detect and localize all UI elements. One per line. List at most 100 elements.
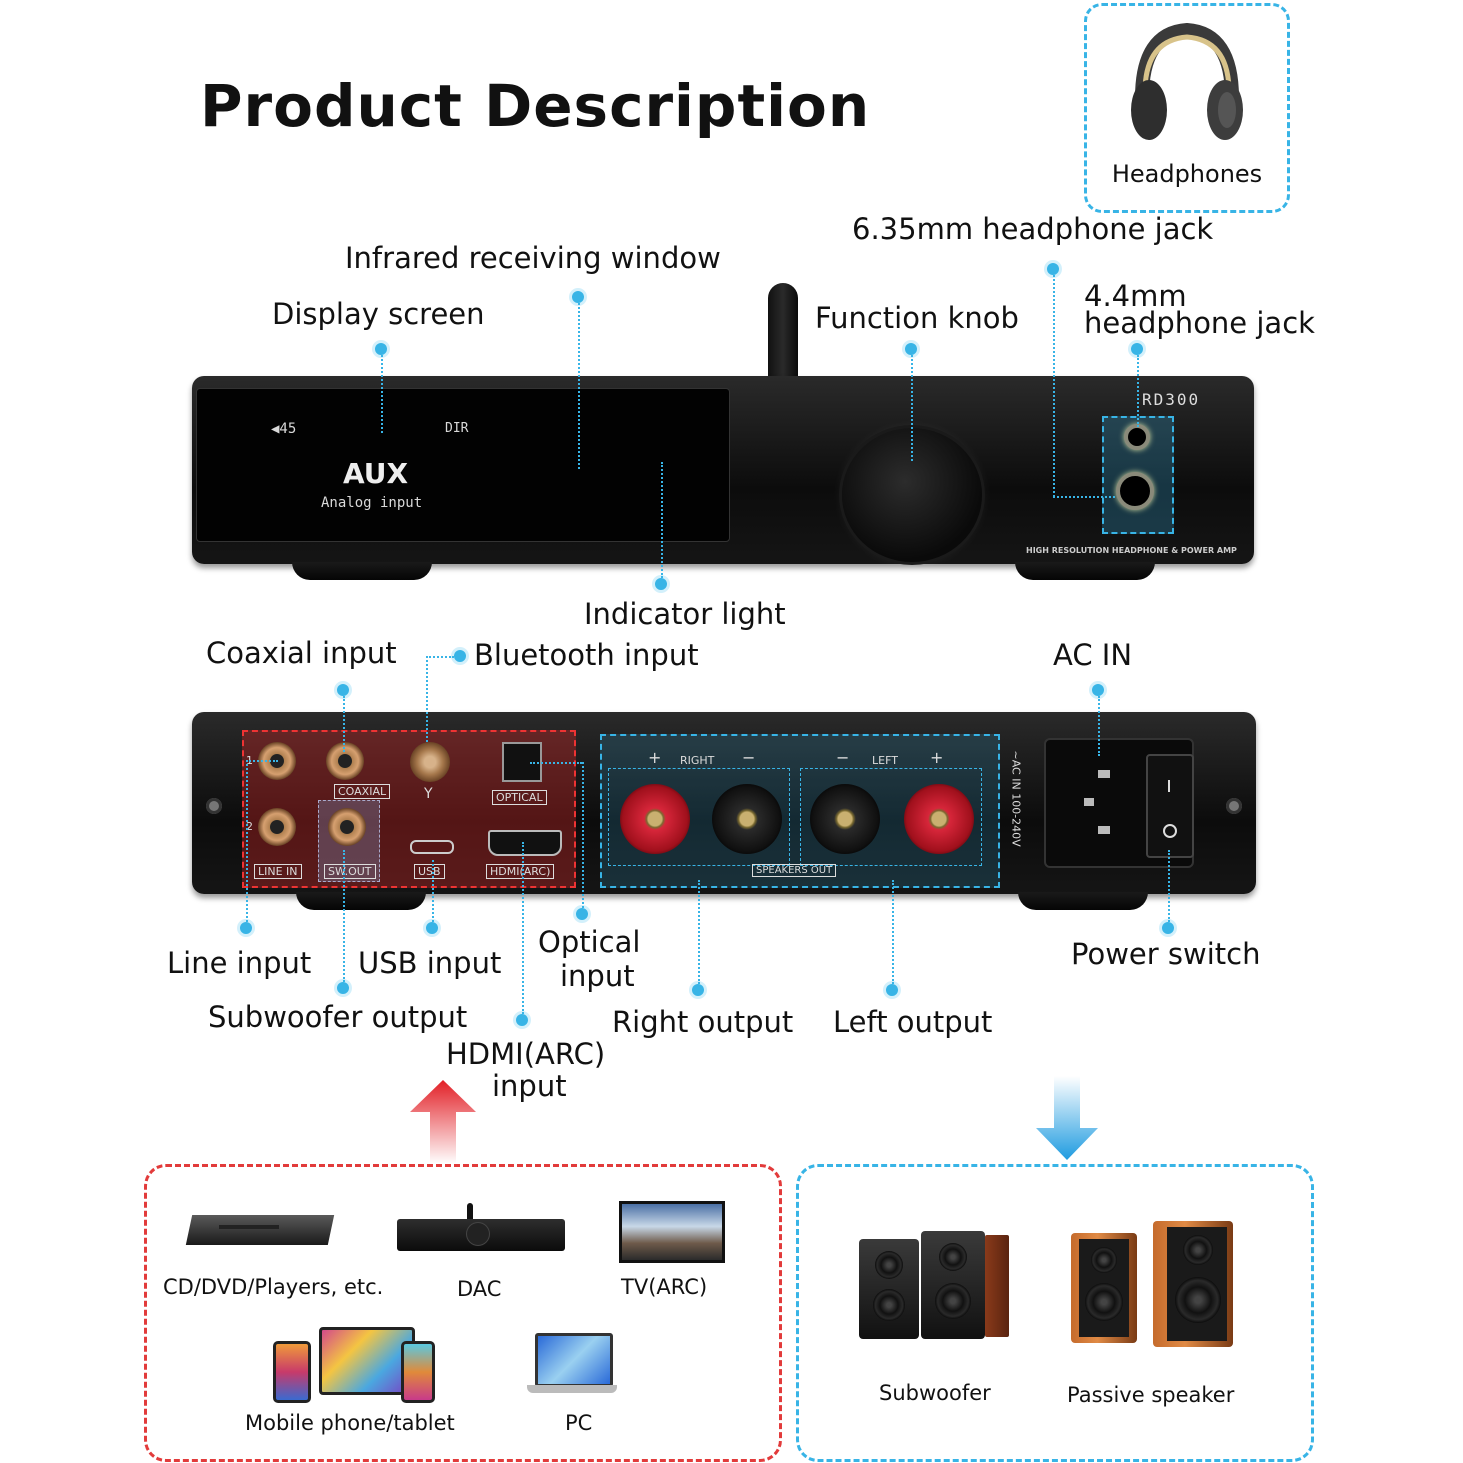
right-group-box <box>608 768 790 866</box>
hdmi-port[interactable] <box>488 830 562 856</box>
coaxial-port[interactable] <box>326 742 364 780</box>
marker-line-in <box>240 922 252 934</box>
sw-out-port[interactable] <box>328 808 366 846</box>
left-plus-terminal[interactable] <box>904 784 974 854</box>
left-minus-terminal[interactable] <box>810 784 880 854</box>
right-plus-terminal[interactable] <box>620 784 690 854</box>
label-usb-input: USB input <box>358 946 502 980</box>
volume-readout: ◀45 <box>271 421 297 437</box>
leader-knob <box>911 355 913 461</box>
device-label-passive-speaker: Passive speaker <box>1067 1383 1235 1407</box>
marker-right-output <box>692 984 704 996</box>
left-group-box <box>800 768 982 866</box>
wood-speaker-right <box>1153 1221 1233 1347</box>
leader-right-output <box>698 880 700 984</box>
cone-br-2 <box>935 1283 971 1319</box>
marker-subwoofer <box>337 982 349 994</box>
phone-right <box>401 1341 435 1403</box>
display-screen: ◀45 DIR AUX Analog input <box>196 388 730 542</box>
laptop-screen <box>535 1333 613 1387</box>
sw-out-text: SW.OUT <box>324 864 376 879</box>
leader-usb <box>432 860 434 922</box>
phone-tablet-image <box>265 1327 435 1403</box>
page-title: Product Description <box>200 72 871 140</box>
leader-jack-635 <box>1053 275 1055 497</box>
rear-panel: 1 2 COAXIAL LINE IN SW.OUT Y USB OPTICAL… <box>192 712 1256 894</box>
left-minus: − <box>836 748 850 767</box>
subwoofer-image <box>859 1231 1009 1341</box>
cone-wr-2 <box>1175 1277 1221 1323</box>
power-switch[interactable] <box>1146 754 1194 858</box>
device-label-dac: DAC <box>457 1277 502 1301</box>
right-minus: − <box>742 748 756 767</box>
screw-left-icon <box>206 798 222 814</box>
label-display-screen: Display screen <box>272 297 485 331</box>
label-bluetooth-input: Bluetooth input <box>474 638 699 672</box>
marker-power-switch <box>1162 922 1174 934</box>
marker-jack-44 <box>1131 343 1143 355</box>
cone-wl-2 <box>1085 1283 1123 1321</box>
label-subwoofer-output: Subwoofer output <box>208 1000 468 1034</box>
line-in-text: LINE IN <box>254 864 302 879</box>
dac-image <box>397 1203 565 1255</box>
tablet-body <box>319 1327 415 1395</box>
leader-hdmi <box>522 842 524 1014</box>
front-foot-left <box>292 562 432 580</box>
left-text: LEFT <box>872 754 898 767</box>
headphones-box: Headphones <box>1084 3 1290 213</box>
cone-bl-2 <box>873 1289 905 1321</box>
model-text: HIGH RESOLUTION HEADPHONE & POWER AMP <box>1026 546 1237 555</box>
label-jack-44-b: headphone jack <box>1084 306 1315 340</box>
ac-pin-1 <box>1098 770 1110 778</box>
leader-indicator <box>661 462 663 578</box>
marker-hdmi <box>516 1014 528 1026</box>
jack-6-35mm[interactable] <box>1116 472 1154 510</box>
dvd-player-image <box>185 1205 335 1251</box>
line-in-2-port[interactable] <box>258 808 296 846</box>
label-optical-input-2: input <box>560 959 635 993</box>
label-jack-44-a: 4.4mm <box>1084 279 1187 313</box>
label-indicator-light: Indicator light <box>584 597 786 631</box>
source-sub-readout: Analog input <box>321 495 423 511</box>
black-speaker-left <box>859 1239 919 1339</box>
bluetooth-antenna-port[interactable] <box>410 742 450 782</box>
device-label-subwoofer: Subwoofer <box>879 1381 991 1405</box>
output-devices-box: Subwoofer Passive speaker <box>796 1164 1314 1462</box>
cone-br-1 <box>939 1243 967 1271</box>
device-label-pc: PC <box>565 1411 593 1435</box>
jack-4-4mm[interactable] <box>1124 424 1150 450</box>
dvd-body <box>185 1215 335 1245</box>
coaxial-text: COAXIAL <box>334 784 391 799</box>
leader-optical <box>582 762 584 908</box>
leader-infrared <box>578 303 580 469</box>
marker-coaxial <box>337 684 349 696</box>
usb-port[interactable] <box>410 840 454 854</box>
leader-bluetooth <box>426 656 428 742</box>
speaker-side-panel <box>985 1235 1009 1337</box>
screw-right-icon <box>1226 798 1242 814</box>
marker-indicator <box>655 578 667 590</box>
right-minus-terminal[interactable] <box>712 784 782 854</box>
leader-power-switch <box>1168 850 1170 922</box>
marker-display <box>375 343 387 355</box>
marker-usb <box>426 922 438 934</box>
label-right-output: Right output <box>612 1005 794 1039</box>
rear-foot-right <box>1018 892 1148 910</box>
passive-speaker-image <box>1071 1221 1233 1349</box>
ac-in-text: ~AC IN 100-240V <box>1009 750 1023 847</box>
device-label-cd: CD/DVD/Players, etc. <box>163 1275 384 1299</box>
marker-ac-in <box>1092 684 1104 696</box>
rear-foot-left <box>296 892 426 910</box>
laptop-base <box>527 1385 617 1393</box>
leader-bluetooth-h <box>426 656 454 658</box>
leader-line-in-h <box>246 760 278 762</box>
leader-line-in <box>246 760 248 922</box>
marker-infrared <box>572 291 584 303</box>
right-text: RIGHT <box>680 754 715 767</box>
marker-left-output <box>886 984 898 996</box>
hdmi-text: HDMI(ARC) <box>486 864 555 879</box>
leader-coaxial <box>343 696 345 752</box>
label-coaxial-input: Coaxial input <box>206 636 397 670</box>
label-left-output: Left output <box>833 1005 993 1039</box>
usb-text: USB <box>414 864 445 879</box>
